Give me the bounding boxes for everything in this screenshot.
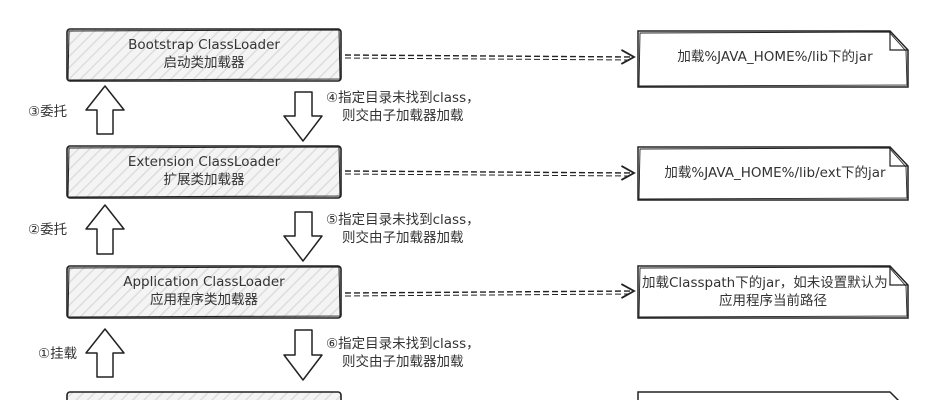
application-to-classpath-arrow-sketch — [344, 293, 631, 297]
extension-loader-box-shape — [66, 145, 342, 199]
bootstrap-loader-name-cn: 启动类加载器 — [163, 55, 245, 71]
delegate-up-arrow-2 — [85, 204, 125, 255]
fallback-down-arrow-5 — [283, 211, 323, 262]
bootstrap-loader-box: Bootstrap ClassLoader 启动类加载器 — [68, 29, 340, 79]
fallback-label-4-line1: ④指定目录未找到class， — [326, 90, 480, 106]
fallback-down-arrow-6 — [283, 329, 323, 381]
bootstrap-to-lib-arrow-sketch — [344, 57, 631, 61]
delegate-up-arrow-1 — [85, 328, 125, 378]
fallback-label-5-line1: ⑤指定目录未找到class， — [326, 212, 480, 228]
extension-loader-name-cn: 扩展类加载器 — [163, 172, 245, 188]
fallback-label-5-line2: 则交由子加载器加载 — [342, 230, 464, 246]
mount-label-1: ①挂载 — [38, 346, 78, 362]
bootstrap-to-lib-arrow — [344, 49, 636, 65]
application-loader-name-cn: 应用程序类加载器 — [150, 292, 258, 308]
application-loader-box: Application ClassLoader 应用程序类加载器 — [68, 266, 340, 316]
custom-loader-box-shape-partial — [66, 391, 342, 400]
fallback-label-4-line2: 则交由子加载器加载 — [342, 108, 464, 124]
bootstrap-loader-box-shape — [66, 28, 342, 82]
classpath-path-text-line2: 应用程序当前路径 — [719, 293, 827, 309]
custom-doc-shape-partial — [637, 391, 900, 400]
lib-doc-shape — [637, 30, 909, 88]
application-loader-name-en: Application ClassLoader — [123, 274, 285, 290]
fallback-label-6-line1: ⑥指定目录未找到class， — [326, 336, 480, 352]
ext-path-text: 加载%JAVA_HOME%/lib/ext下的jar — [664, 165, 886, 181]
delegate-label-2: ②委托 — [28, 222, 68, 238]
extension-loader-box: Extension ClassLoader 扩展类加载器 — [68, 146, 340, 196]
delegate-up-arrow-3 — [85, 85, 125, 135]
extension-to-ext-arrow-sketch — [344, 173, 631, 177]
bootstrap-loader-name-en: Bootstrap ClassLoader — [128, 37, 280, 53]
fallback-label-6-line2: 则交由子加载器加载 — [342, 354, 464, 370]
delegate-label-3: ③委托 — [28, 104, 68, 120]
extension-loader-name-en: Extension ClassLoader — [127, 154, 281, 170]
ext-doc-shape — [637, 146, 909, 201]
application-loader-box-shape — [66, 265, 342, 319]
fallback-down-arrow-4 — [283, 91, 323, 142]
application-to-classpath-arrow — [344, 283, 636, 299]
lib-path-text: 加载%JAVA_HOME%/lib下的jar — [677, 49, 873, 65]
classpath-path-text-line1: 加载Classpath下的jar，如未设置默认为 — [642, 275, 888, 291]
extension-to-ext-arrow — [344, 165, 636, 181]
classpath-doc-shape — [637, 265, 909, 319]
